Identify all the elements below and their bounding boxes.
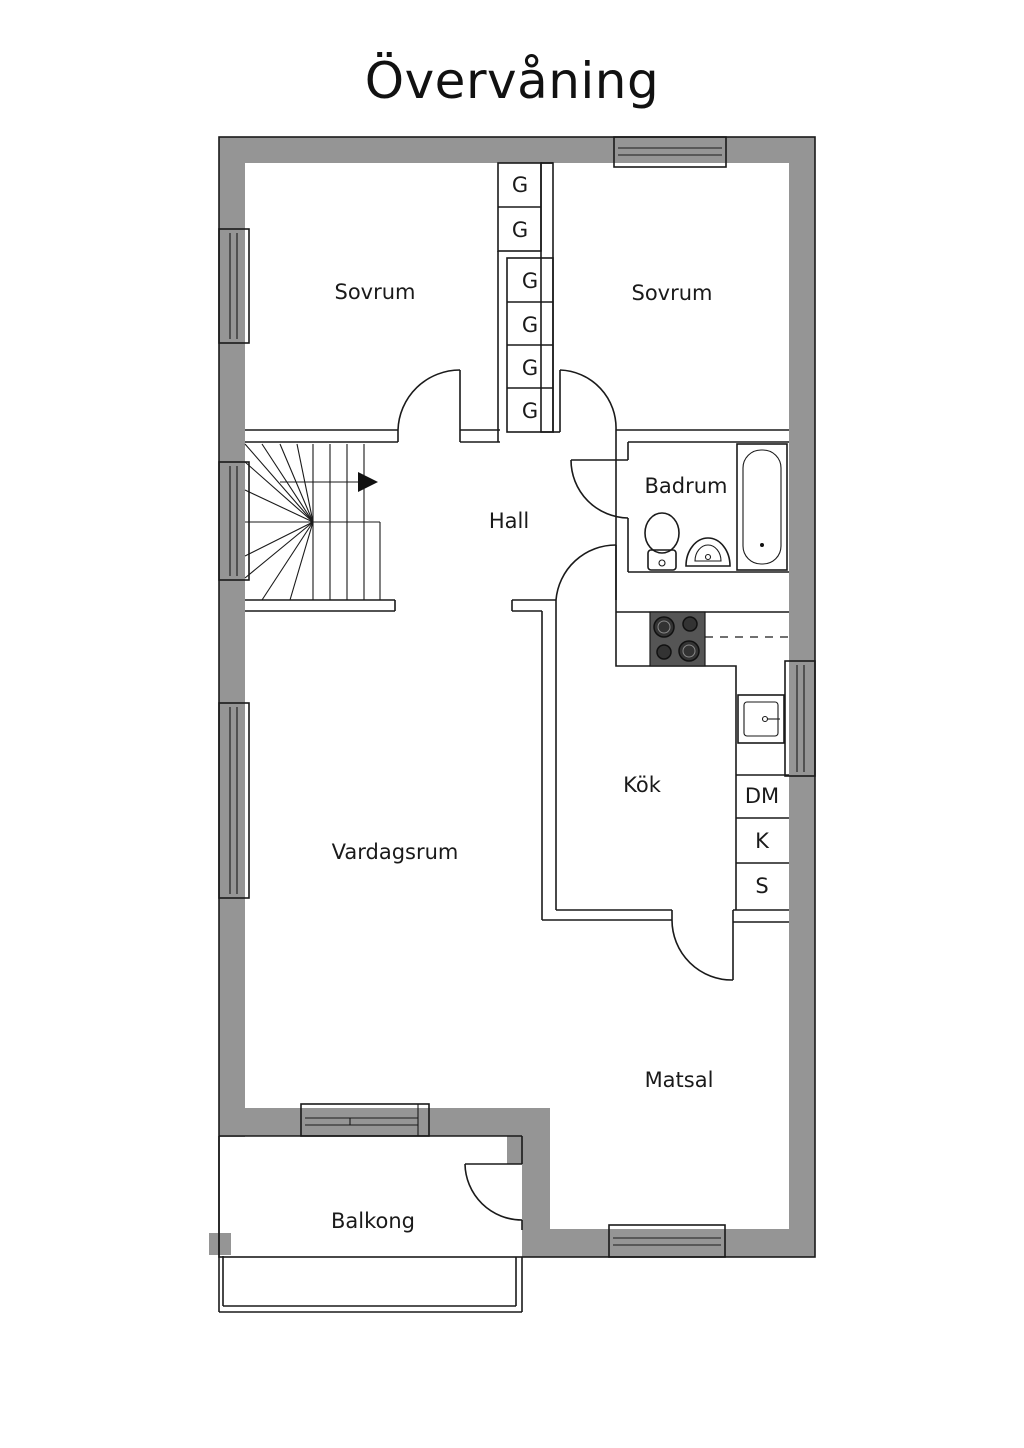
kitchen-unit-labels: DM K S (745, 784, 779, 898)
room-label-kok: Kök (623, 773, 662, 797)
closet-labels: G G G G G G (512, 173, 538, 423)
room-label-sovrum-left: Sovrum (334, 280, 415, 304)
stair-arrow-icon (358, 472, 378, 492)
room-label-matsal: Matsal (645, 1068, 714, 1092)
outer-outline (218, 136, 816, 1258)
interior-walls (245, 162, 789, 923)
toilet-icon (644, 512, 680, 571)
room-label-hall: Hall (489, 509, 529, 533)
closet-label: G (512, 173, 528, 197)
freezer-label: S (755, 874, 768, 898)
floor-title: Övervåning (364, 52, 660, 110)
outer-walls (209, 137, 815, 1257)
balcony (218, 1135, 523, 1313)
closet-label: G (522, 356, 538, 380)
windows (218, 136, 816, 1258)
room-label-sovrum-right: Sovrum (631, 281, 712, 305)
fridge-label: K (755, 829, 770, 853)
closet-label: G (522, 313, 538, 337)
closet-label: G (522, 399, 538, 423)
kitchen-sink-icon (737, 694, 785, 744)
kitchen-fixtures (615, 611, 789, 910)
staircase (244, 443, 381, 601)
dishwasher-label: DM (745, 784, 779, 808)
stove-icon (649, 611, 706, 667)
room-label-badrum: Badrum (644, 474, 727, 498)
bathroom-fixtures (644, 443, 788, 571)
room-labels: Sovrum Sovrum Hall Badrum Kök Vardagsrum… (331, 280, 728, 1233)
closet-label: G (512, 218, 528, 242)
room-label-vardagsrum: Vardagsrum (332, 840, 459, 864)
closet-label: G (522, 269, 538, 293)
room-label-balkong: Balkong (331, 1209, 415, 1233)
doors (397, 369, 734, 1221)
washbasin-icon (685, 537, 731, 567)
